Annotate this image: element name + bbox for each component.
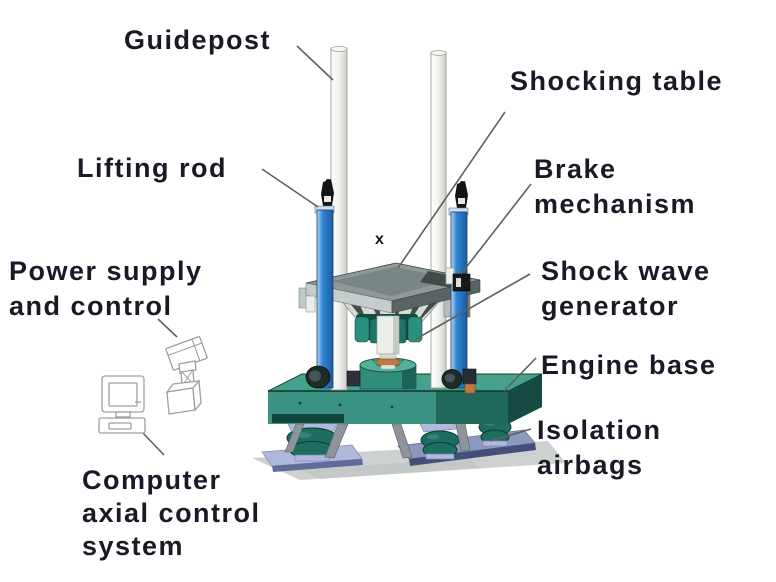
support-struts [284,417,471,459]
lifting-rod-left [305,179,335,389]
label-engine-base: Engine base [541,350,717,380]
leader-brake-mechanism [460,183,532,275]
control-device-icon [165,336,208,415]
leader-engine-base [503,357,537,392]
label-isolation-airbags: Isolation airbags [537,415,662,480]
leader-isolation-airbags [489,428,532,442]
leader-guidepost [296,45,334,81]
computer-icon [98,375,146,434]
label-power-supply: Power supply and control [9,256,203,321]
label-computer-system: Computer axial control system [82,465,261,561]
label-brake-mechanism: Brake mechanism [534,154,697,219]
label-guidepost: Guidepost [124,25,271,55]
guidepost-right [430,50,447,389]
isolation-airbags-group [286,406,513,462]
shock-wave-generator-assembly [354,314,423,370]
rod-base-fittings [305,365,477,394]
leader-computer-system [140,430,165,456]
leader-power-supply [157,318,178,338]
lifting-rod-right [445,181,471,389]
leader-shocking-table [397,111,506,269]
label-lifting-rod: Lifting rod [77,153,227,183]
x-marker: x [375,231,384,248]
airbag-middle [419,419,461,460]
leader-shock-wave-generator [415,273,531,340]
label-shock-wave-generator: Shock wave generator [541,256,711,321]
leader-lifting-rod [261,168,319,208]
brake-clamp [452,273,471,292]
leader-lines [140,45,537,456]
label-shocking-table: Shocking table [510,66,724,96]
